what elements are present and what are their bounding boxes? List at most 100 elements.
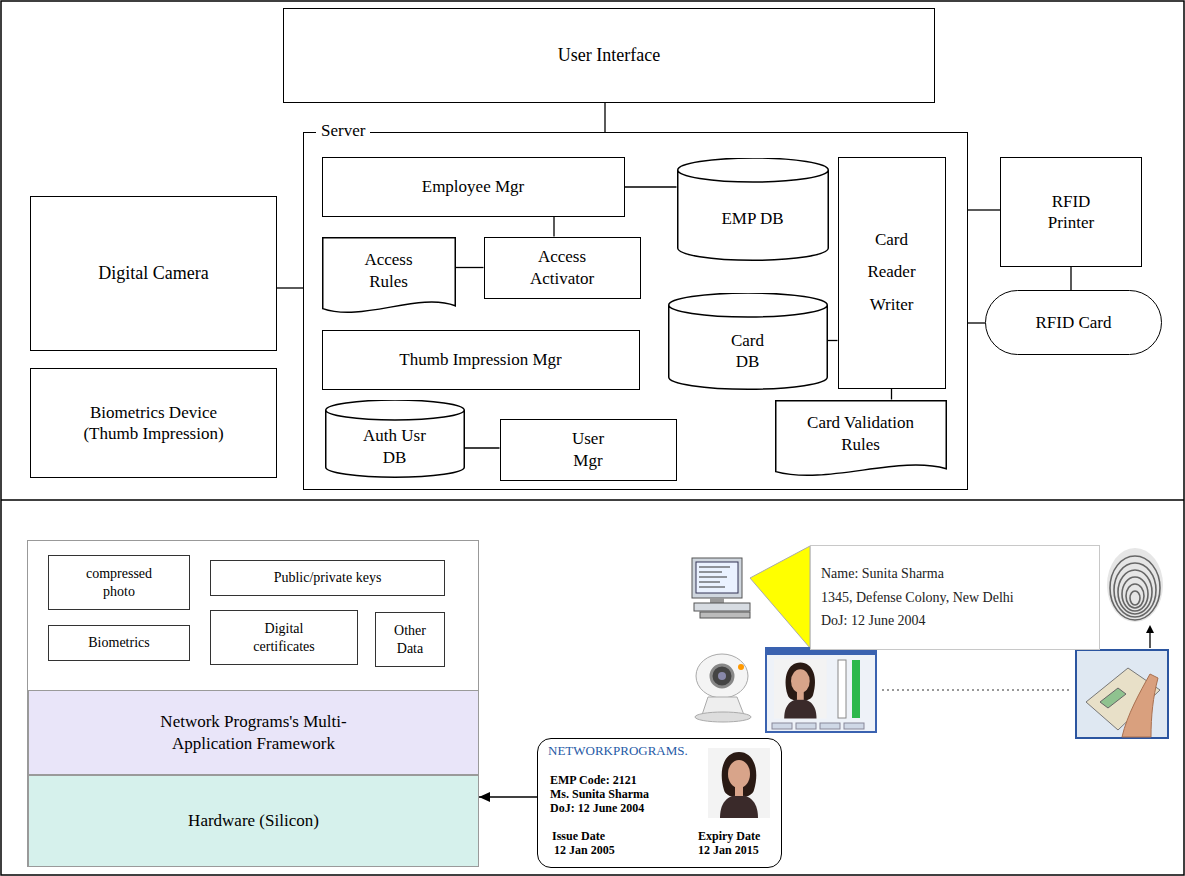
node-label: Digital Camera [98, 262, 208, 285]
text-group: Biometrics [88, 634, 149, 652]
node-label: Other Data [389, 622, 431, 657]
process-box: Thumb Impression Mgr [322, 330, 640, 390]
text-group: Access Rules [354, 249, 424, 292]
text-group: EMP DB [721, 208, 783, 229]
node-label: Thumb Impression Mgr [399, 349, 561, 370]
node-label: Card Reader Writer [861, 224, 923, 321]
card-text: 12 Jan 2015 [698, 843, 759, 857]
id-card: NETWORKPROGRAMS. EMP Code: 2121Ms. Sunita… [537, 738, 782, 868]
divider-line [1, 499, 1184, 501]
node-label: DoJ: 12 June 2004 [821, 612, 1014, 630]
connector-line [968, 209, 1000, 210]
node-label: Public/private keys [274, 569, 382, 587]
text-group: Digital certificates [239, 620, 329, 655]
node-label: Name: Sunita Sharma [821, 565, 1014, 583]
callout-triangle [750, 546, 810, 648]
data-box: compressed photo [48, 555, 190, 610]
connector [1071, 267, 1072, 290]
info-panel: Name: Sunita Sharma 1345, Defense Colony,… [810, 545, 1100, 650]
connector-line [828, 340, 838, 341]
card-text: Ms. Sunita Sharma [550, 787, 649, 801]
node-label: RFID Card [1035, 312, 1111, 333]
id-photo [708, 748, 770, 818]
node-label: compressed photo [79, 565, 159, 600]
card-text: 12 Jan 2005 [554, 843, 615, 857]
node-label: Biometrics [88, 634, 149, 652]
text-group: User Interface [558, 44, 660, 67]
text-group: RFID Printer [1036, 191, 1106, 234]
group-title: Server [321, 121, 365, 141]
connector [891, 389, 892, 400]
upward-arrow [1146, 625, 1154, 648]
server-box: ServerEmployee MgrEMP DBCard Reader Writ… [303, 132, 968, 490]
device-box: Digital Camera [30, 196, 277, 351]
database-cylinder: Card DB [668, 293, 828, 390]
biometric-device-photo [1076, 650, 1168, 738]
device-box: RFID Printer [1000, 157, 1142, 267]
data-box: Other Data [375, 612, 445, 667]
cylinder-outline [677, 158, 829, 261]
connector [968, 210, 1000, 211]
process-box: Access Activator [484, 237, 641, 299]
connector [605, 103, 606, 132]
node-label: User Interface [558, 44, 660, 67]
node-label: Card DB [723, 330, 773, 373]
node-label: Digital certificates [239, 620, 329, 655]
shape-path [775, 400, 946, 475]
card-text: EMP Code: 2121 [550, 773, 637, 787]
node-label: 1345, Defense Colony, New Delhi [821, 589, 1014, 607]
text-group: Network Programs's Multi-Application Fra… [141, 711, 366, 754]
card-text: DoJ: 12 June 2004 [550, 801, 644, 815]
connector-line [968, 322, 985, 323]
text-group: Biometrics Device (Thumb Impression) [71, 402, 236, 445]
connector-line [277, 287, 303, 288]
shape-path [322, 237, 455, 312]
text-group: Access Activator [517, 246, 607, 289]
shape-path [677, 158, 828, 260]
node-label: Auth Usr DB [357, 425, 432, 468]
connector-line [604, 103, 605, 132]
shape-path [668, 293, 827, 389]
connector-line [625, 186, 677, 187]
text-group: Card Reader Writer [861, 224, 923, 321]
node-label: Card Validation Rules [798, 412, 923, 455]
capture-window [766, 648, 876, 732]
data-box: Public/private keys [210, 560, 445, 596]
text-group: Other Data [389, 622, 431, 657]
text-group: Name: Sunita Sharma 1345, Defense Colony,… [821, 559, 1014, 636]
interface-box: User Interface [283, 8, 935, 103]
card-text: Issue Date [552, 829, 605, 843]
connector [465, 448, 500, 449]
node-label: Network Programs's Multi-Application Fra… [141, 711, 366, 754]
card-text: NETWORKPROGRAMS. [548, 744, 688, 758]
node-label: RFID Printer [1036, 191, 1106, 234]
text-group: Auth Usr DB [357, 425, 432, 468]
connector-line [465, 447, 500, 448]
layer-band: Hardware (Silicon) [28, 775, 479, 867]
card-layer-panel [28, 541, 479, 867]
data-box: Digital certificates [210, 610, 358, 665]
connector [554, 217, 555, 237]
connector-line [1070, 267, 1071, 290]
text-group: Hardware (Silicon) [188, 810, 319, 831]
webcam-icon [695, 654, 751, 722]
dotted-leader [882, 690, 1072, 691]
node-label: Biometrics Device (Thumb Impression) [71, 402, 236, 445]
text-group: Employee Mgr [422, 176, 524, 197]
database-cylinder: Auth Usr DB [325, 400, 465, 478]
node-label: Access Activator [517, 246, 607, 289]
text-group: Card Validation Rules [798, 412, 923, 455]
arrowhead [479, 792, 490, 802]
text-group: Public/private keys [274, 569, 382, 587]
database-cylinder: EMP DB [677, 158, 829, 261]
text-group: Server [316, 121, 370, 141]
document-shape: Card Validation Rules [775, 400, 947, 480]
connector [968, 323, 985, 324]
connector [479, 792, 537, 802]
connector-line [456, 267, 484, 268]
connector [456, 267, 484, 268]
node-label: Hardware (Silicon) [188, 810, 319, 831]
node-label: Employee Mgr [422, 176, 524, 197]
